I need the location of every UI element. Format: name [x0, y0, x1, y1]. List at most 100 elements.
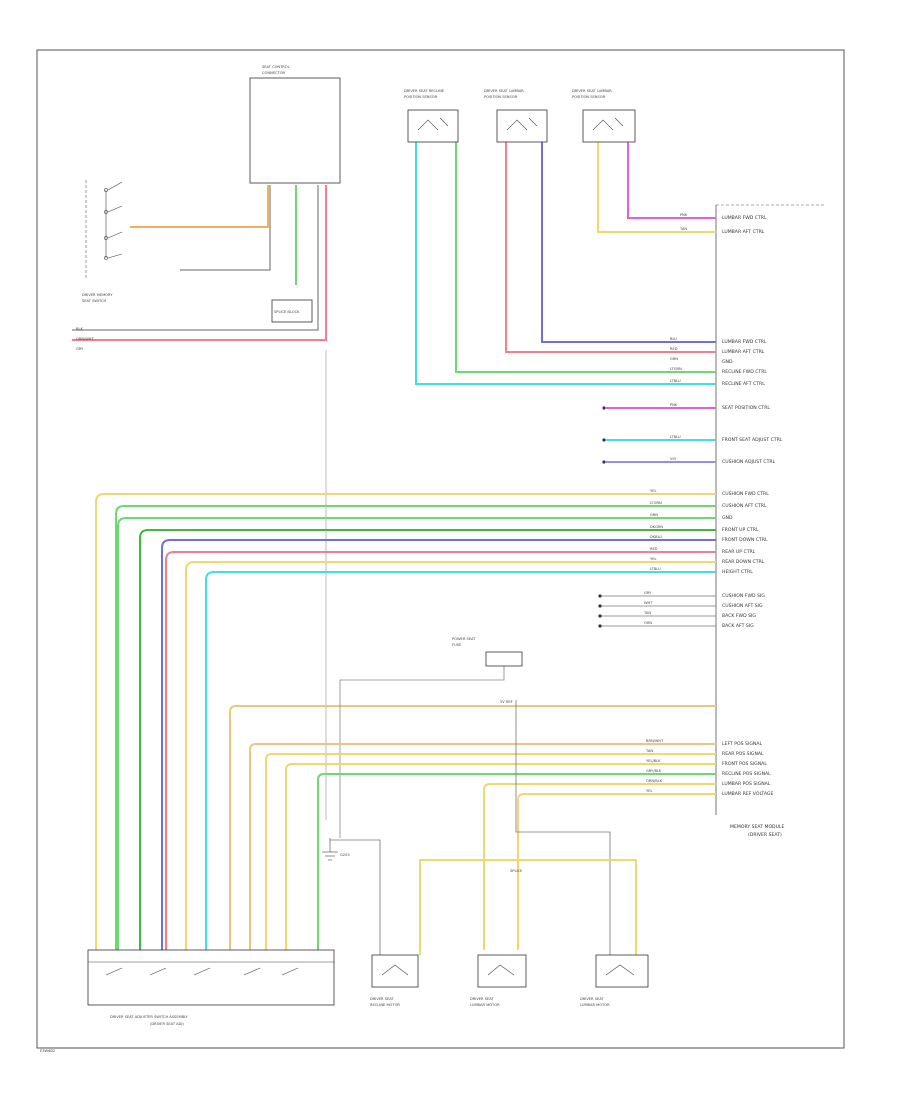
- module-title: MEMORY SEAT MODULE: [730, 824, 785, 830]
- top-position-sensors: DRIVER SEAT RECLINE POSITION SENSOR DRIV…: [404, 89, 636, 143]
- wire-bus-3: [139, 529, 716, 950]
- sensor-pin-circuit-2: FRONT POS SIGNAL: [722, 761, 767, 767]
- bus-pin-color-4: DKBLU: [650, 535, 662, 539]
- wire-sensor-sig-4: [483, 783, 716, 950]
- bus-pin-color-0: YEL: [650, 489, 656, 493]
- lumbar-sensor-2-label-1: DRIVER SEAT LUMBAR: [572, 89, 612, 93]
- wire-bus-5: [165, 551, 716, 950]
- sense-dot-3: [598, 624, 602, 628]
- top-connector-label-2: CONNECTOR: [262, 71, 286, 75]
- lumbar-sensor-1-label-1: DRIVER SEAT LUMBAR: [484, 89, 524, 93]
- top-pin-circuit-0: LUMBAR FWD CTRL: [722, 215, 767, 221]
- sense-dot-1: [598, 604, 602, 608]
- sensor-pin-color-1: TAN: [645, 749, 653, 753]
- bus-pin-circuit-5: REAR UP CTRL: [722, 549, 756, 555]
- motor-3-label-1: DRIVER SEAT: [580, 997, 604, 1001]
- wire-motor-yellow: [419, 859, 637, 955]
- seat-adjuster-label-2: (DRIVER SEAT ADJ): [150, 1022, 184, 1026]
- left-wire-label-1: ORN/WHT: [76, 337, 94, 341]
- memory-seat-module: MEMORY SEAT MODULE (DRIVER SEAT): [715, 204, 826, 838]
- seat-adjuster-label-1: DRIVER SEAT ADJUSTER SWITCH ASSEMBLY: [110, 1015, 189, 1019]
- bus-pin-circuit-0: CUSHION FWD CTRL: [722, 491, 769, 497]
- wire-sensor-sig-3: [317, 773, 716, 950]
- splice-block: SPLICE BLOCK: [271, 299, 313, 323]
- bottom-motors: DRIVER SEAT RECLINE MOTOR DRIVER SEAT LU…: [370, 954, 649, 1007]
- wire-bus-6: [185, 561, 716, 950]
- bus-pin-color-6: YEL: [650, 557, 656, 561]
- bus-pin-color-2: GRN: [650, 513, 658, 517]
- mid-pin-circuit-0: SEAT POSITION CTRL: [722, 405, 770, 411]
- top-connector-label-1: SEAT CONTROL: [262, 65, 290, 69]
- bus-pin-circuit-4: FRONT DOWN CTRL: [722, 537, 768, 543]
- sense-dot-2: [598, 614, 602, 618]
- lumbar-sensor-1-label-2: POSITION SENSOR: [484, 95, 518, 99]
- wire-sensor-sig-5: [517, 793, 716, 950]
- ground-label: G203: [340, 853, 350, 857]
- motor-3-label-2: LUMBAR MOTOR: [580, 1003, 610, 1007]
- wire-bus-2: [117, 517, 716, 950]
- seat-control-connector: SEAT CONTROL CONNECTOR: [249, 65, 341, 184]
- wire-switch-orange: [130, 185, 269, 228]
- sense-pin-circuit-3: BACK AFT SIG: [722, 623, 754, 629]
- wire-sensor-green: [455, 142, 716, 373]
- sense-pin-color-3: ORN: [644, 621, 652, 625]
- memory-switch-label-1: DRIVER MEMORY: [82, 293, 113, 297]
- memory-switch-label-2: SEAT SWITCH: [82, 299, 106, 303]
- lumbar-sensor-2-label-2: POSITION SENSOR: [572, 95, 606, 99]
- right-pin-circuit-3: RECLINE FWD CTRL: [722, 369, 767, 375]
- wire-sensor-sig-0: [249, 743, 716, 950]
- mid-dot-0: [602, 406, 606, 410]
- right-pin-color-2: GRN: [670, 357, 678, 361]
- mid-pin-circuit-2: CUSHION ADJUST CTRL: [722, 459, 776, 465]
- wire-sensor-sig-1: [265, 753, 716, 950]
- motor-2-label-1: DRIVER SEAT: [470, 997, 494, 1001]
- top-pin-color-1: TAN: [679, 227, 687, 231]
- right-pin-color-4: LTBLU: [670, 379, 681, 383]
- sense-pin-circuit-2: BACK FWD SIG: [722, 613, 756, 619]
- sense-pin-circuit-0: CUSHION FWD SIG: [722, 593, 765, 599]
- left-wire-label-2: GRY: [76, 347, 84, 351]
- sense-pin-circuit-1: CUSHION AFT SIG: [722, 603, 763, 609]
- motor-1-label-2: RECLINE MOTOR: [370, 1003, 400, 1007]
- right-pin-circuit-2: GND: [722, 359, 733, 365]
- splice-label: SPLICE: [510, 869, 523, 873]
- wire-left-black: [72, 185, 319, 331]
- footer-code: E3W6B2: [40, 1049, 55, 1053]
- wire-bus-0: [95, 493, 716, 950]
- sensor-pin-circuit-0: LEFT POS SIGNAL: [722, 741, 762, 747]
- wire-left-red: [72, 185, 327, 341]
- bus-pin-circuit-3: FRONT UP CTRL: [722, 527, 759, 533]
- mid-pin-color-2: VIO: [670, 457, 677, 461]
- lumbar-position-sensor-2: [582, 109, 636, 143]
- wire-motor-ground: [330, 839, 381, 955]
- driver-seat-adjuster-switch-assembly: DRIVER SEAT ADJUSTER SWITCH ASSEMBLY (DR…: [87, 949, 335, 1026]
- top-pin-circuit-1: LUMBAR AFT CTRL: [722, 229, 765, 235]
- wire-bus-7: [205, 571, 716, 950]
- bus-pin-circuit-2: GND: [722, 515, 733, 521]
- mid-pin-color-0: PNK: [670, 403, 678, 407]
- wire-5v-ref: [229, 705, 716, 950]
- sensor-pin-circuit-1: REAR POS SIGNAL: [722, 751, 764, 757]
- right-pin-circuit-1: LUMBAR AFT CTRL: [722, 349, 765, 355]
- right-pin-color-0: BLU: [670, 337, 677, 341]
- module-subtitle: (DRIVER SEAT): [748, 832, 782, 838]
- sense-pin-color-2: TAN: [643, 611, 651, 615]
- right-pin-color-3: LTGRN: [670, 367, 682, 371]
- bus-pin-color-1: LTGRN: [650, 501, 662, 505]
- lumbar-motor-1: [477, 954, 527, 988]
- mid-dot-2: [602, 460, 606, 464]
- wire-bus-4: [161, 539, 716, 950]
- right-pin-color-1: RED: [670, 347, 678, 351]
- power-seat-fuse: POWER SEAT FUSE: [452, 637, 523, 667]
- recline-position-sensor: [407, 109, 459, 143]
- mid-pin-color-1: LTBLU: [670, 435, 681, 439]
- sensor-pin-circuit-3: RECLINE POS SIGNAL: [722, 771, 771, 777]
- mid-pin-circuit-1: FRONT SEAT ADJUST CTRL: [722, 437, 783, 443]
- top-pin-color-0: PNK: [680, 213, 688, 217]
- bus-pin-color-3: DKGRN: [650, 525, 663, 529]
- motor-1-label-1: DRIVER SEAT: [370, 997, 394, 1001]
- right-pin-circuit-4: RECLINE AFT CTRL: [722, 381, 765, 387]
- sensor-pin-circuit-4: LUMBAR POS SIGNAL: [722, 781, 771, 787]
